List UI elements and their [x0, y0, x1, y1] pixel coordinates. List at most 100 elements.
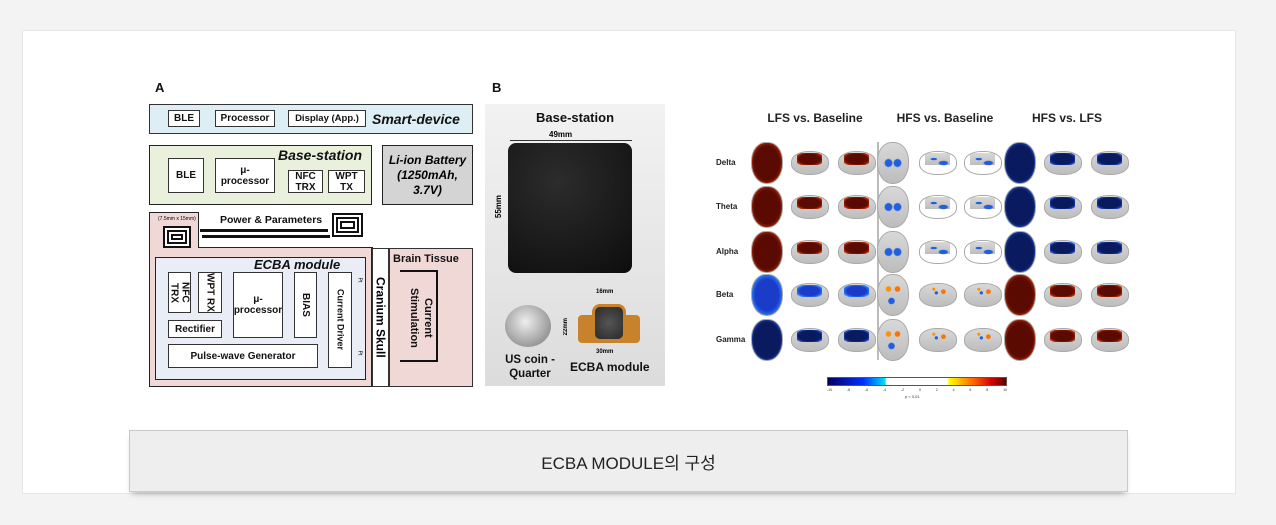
brain-side-view	[791, 240, 829, 264]
smart-ble-box: BLE	[168, 110, 200, 127]
colorbar-tick: 10	[1003, 388, 1007, 392]
header-lfs-baseline: LFS vs. Baseline	[767, 111, 863, 125]
brain-top-view	[751, 142, 783, 184]
brain-side-view	[964, 328, 1002, 352]
smart-device-title: Smart-device	[372, 111, 460, 127]
brain-side-view	[791, 283, 829, 307]
battery-spec: (1250mAh, 3.7V)	[397, 167, 458, 197]
colorbar	[827, 377, 1007, 386]
pulse-generator-box: Pulse-wave Generator	[168, 344, 318, 368]
brain-top-view	[1004, 274, 1036, 316]
brain-side-view	[1091, 328, 1129, 352]
brain-side-view	[964, 151, 1002, 175]
coin-label: US coin - Quarter	[505, 354, 555, 380]
brain-side-view	[964, 195, 1002, 219]
module-height-label: 22mm	[563, 318, 569, 336]
power-arrow-right	[200, 229, 328, 232]
colorbar-tick: 0	[918, 388, 921, 392]
panel-label-a: A	[155, 80, 165, 95]
cranium-skull: Cranium Skull	[372, 248, 389, 387]
wpt-tx-box: WPT TX	[328, 170, 365, 193]
module-width-label: 16mm	[596, 289, 614, 295]
bias-box: BIAS	[294, 272, 317, 338]
current-loop-arrow	[400, 270, 438, 362]
power-parameters-label: Power & Parameters	[220, 214, 323, 226]
colorbar-tick: 8	[986, 388, 989, 392]
colorbar-tick: 4	[952, 388, 955, 392]
display-box: Display (App.)	[288, 110, 366, 127]
brain-side-view	[1091, 240, 1129, 264]
band-label: Gamma	[716, 335, 746, 344]
brain-side-view	[1044, 328, 1082, 352]
ecba-chip-photo	[592, 304, 626, 342]
brain-side-view	[838, 328, 876, 352]
battery-title: Li-ion Battery	[388, 152, 467, 167]
band-label: Theta	[716, 202, 738, 211]
brain-side-view	[1044, 195, 1082, 219]
brain-side-view	[1091, 283, 1129, 307]
brain-tissue-title: Brain Tissue	[393, 253, 459, 265]
pt-electrode-bottom: Pt	[356, 350, 363, 356]
colorbar-tick: -2	[900, 388, 905, 392]
band-label: Alpha	[716, 247, 739, 256]
base-processor-box: μ-processor	[215, 158, 275, 193]
colorbar-tick: 6	[969, 388, 972, 392]
colorbar-label: p < 0.01	[905, 394, 920, 399]
brain-top-view	[877, 142, 909, 184]
pt-electrode-top: Pt	[356, 277, 363, 283]
base-width-label: 49mm	[549, 130, 573, 139]
ecba-nfc-box: NFC TRX	[168, 272, 191, 313]
brain-side-view	[1091, 151, 1129, 175]
brain-top-view	[751, 274, 783, 316]
colorbar-tick: 2	[935, 388, 938, 392]
smart-processor-box: Processor	[215, 110, 275, 127]
brain-side-view	[1044, 283, 1082, 307]
header-hfs-lfs: HFS vs. LFS	[1031, 111, 1103, 125]
nfc-trx-box: NFC TRX	[288, 170, 323, 193]
brain-top-view	[877, 231, 909, 273]
brain-side-view	[838, 151, 876, 175]
brain-top-view	[1004, 319, 1036, 361]
rectifier-box: Rectifier	[168, 320, 222, 338]
band-label: Delta	[716, 158, 736, 167]
brain-side-view	[838, 195, 876, 219]
brain-side-view	[838, 283, 876, 307]
data-arrow-left	[202, 235, 330, 238]
ecba-processor-box: μ-processor	[233, 272, 283, 338]
brain-side-view	[1044, 151, 1082, 175]
brain-top-view	[1004, 142, 1036, 184]
brain-top-view	[877, 274, 909, 316]
header-hfs-baseline: HFS vs. Baseline	[896, 111, 994, 125]
brain-side-view	[919, 240, 957, 264]
figure-caption: ECBA MODULE의 구성	[129, 430, 1128, 492]
base-ble-box: BLE	[168, 158, 204, 193]
brain-side-view	[919, 195, 957, 219]
ecba-title: ECBA module	[254, 257, 341, 272]
brain-side-view	[964, 283, 1002, 307]
current-stimulation-label: Current Stimulation	[408, 287, 434, 348]
panel-label-b: B	[492, 80, 502, 95]
colorbar-tick: -8	[846, 388, 851, 392]
brain-side-view	[791, 151, 829, 175]
brain-side-view	[919, 328, 957, 352]
quarter-coin-photo	[505, 305, 551, 347]
brain-side-view	[838, 240, 876, 264]
module-length-label: 30mm	[596, 349, 614, 355]
module-label: ECBA module	[570, 360, 650, 374]
brain-top-view	[751, 319, 783, 361]
base-height-label: 55mm	[494, 195, 503, 219]
brain-side-view	[791, 328, 829, 352]
brain-side-view	[964, 240, 1002, 264]
photo-base-title: Base-station	[535, 110, 615, 125]
brain-side-view	[791, 195, 829, 219]
battery-box: Li-ion Battery (1250mAh, 3.7V)	[382, 145, 473, 205]
module-coil-icon	[163, 226, 191, 248]
band-label: Beta	[716, 290, 734, 299]
width-dim-line	[510, 140, 632, 141]
coil-size-label: (7.5mm x 15mm)	[158, 216, 196, 222]
colorbar-tick: -10	[827, 388, 833, 392]
current-driver-box: Current Driver	[328, 272, 352, 368]
brain-side-view	[919, 151, 957, 175]
brain-side-view	[1091, 195, 1129, 219]
colorbar-tick: -4	[882, 388, 887, 392]
